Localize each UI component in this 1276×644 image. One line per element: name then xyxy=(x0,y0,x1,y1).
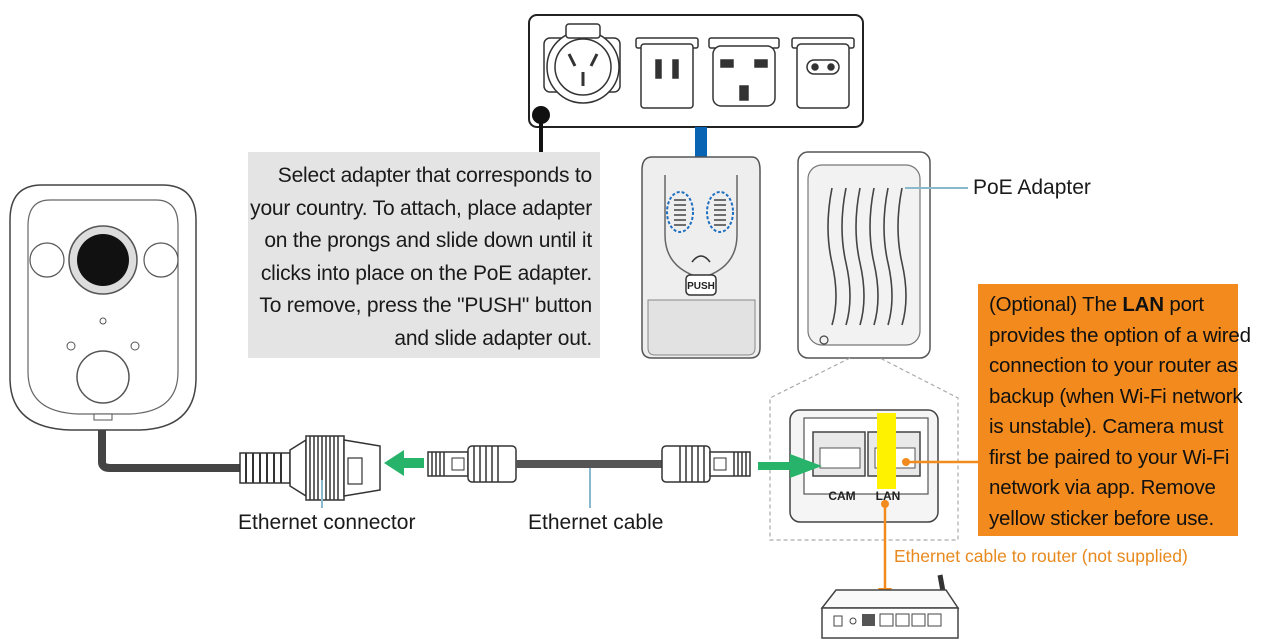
note-bold: LAN xyxy=(1122,293,1164,316)
cam-port-label: CAM xyxy=(828,489,855,503)
note-line: (Optional) The LAN port xyxy=(989,290,1251,321)
instruction-line: clicks into place on the PoE adapter. xyxy=(260,261,592,285)
poe-adapter-label: PoE Adapter xyxy=(973,176,1091,199)
zoom-dashed-outline xyxy=(769,357,959,541)
ethernet-connector xyxy=(239,435,381,508)
note-line: backup (when Wi-Fi network xyxy=(989,384,1243,408)
instruction-line: To remove, press the "PUSH" button xyxy=(259,294,592,317)
lan-port-label: LAN xyxy=(876,489,901,503)
green-right-arrow xyxy=(758,454,822,478)
ethernet-cable xyxy=(427,445,751,508)
poe-adapter-side xyxy=(797,151,968,359)
lan-port-note-box: (Optional) The LAN port provides the opt… xyxy=(978,284,1251,536)
note-line: yellow sticker before use. xyxy=(989,506,1214,530)
note-line: first be paired to your Wi-Fi xyxy=(989,445,1230,469)
yellow-sticker xyxy=(877,413,896,489)
instruction-line: on the prongs and slide down until it xyxy=(264,229,592,252)
poe-adapter-front: PUSH xyxy=(641,156,761,359)
port-block: CAM LAN xyxy=(789,409,939,523)
router xyxy=(820,574,960,639)
adapter-instructions-box: Select adapter that corresponds to your … xyxy=(248,152,600,358)
push-button xyxy=(685,274,717,296)
push-label: PUSH xyxy=(687,281,715,292)
green-left-arrow xyxy=(384,450,424,476)
note-line: connection to your router as xyxy=(989,354,1238,377)
note-suffix: port xyxy=(1163,293,1204,316)
note-line: network via app. Remove xyxy=(989,476,1216,499)
eu-plug-icon xyxy=(791,37,855,109)
note-line: provides the option of a wired xyxy=(989,323,1251,347)
instruction-line: your country. To attach, place adapter xyxy=(250,196,592,220)
plug-adapters-panel xyxy=(528,14,864,155)
router-cable-label: Ethernet cable to router (not supplied) xyxy=(894,546,1188,566)
instruction-line: Select adapter that corresponds to xyxy=(277,164,592,187)
au-plug-icon xyxy=(543,23,621,104)
uk-plug-icon xyxy=(708,37,780,107)
instruction-line: and slide adapter out. xyxy=(394,326,592,350)
note-prefix: (Optional) The xyxy=(989,293,1123,316)
camera xyxy=(9,184,248,472)
us-plug-icon xyxy=(635,37,699,109)
ethernet-cable-label: Ethernet cable xyxy=(528,511,664,534)
note-line: is unstable). Camera must xyxy=(989,415,1224,438)
ethernet-connector-label: Ethernet connector xyxy=(238,511,416,534)
